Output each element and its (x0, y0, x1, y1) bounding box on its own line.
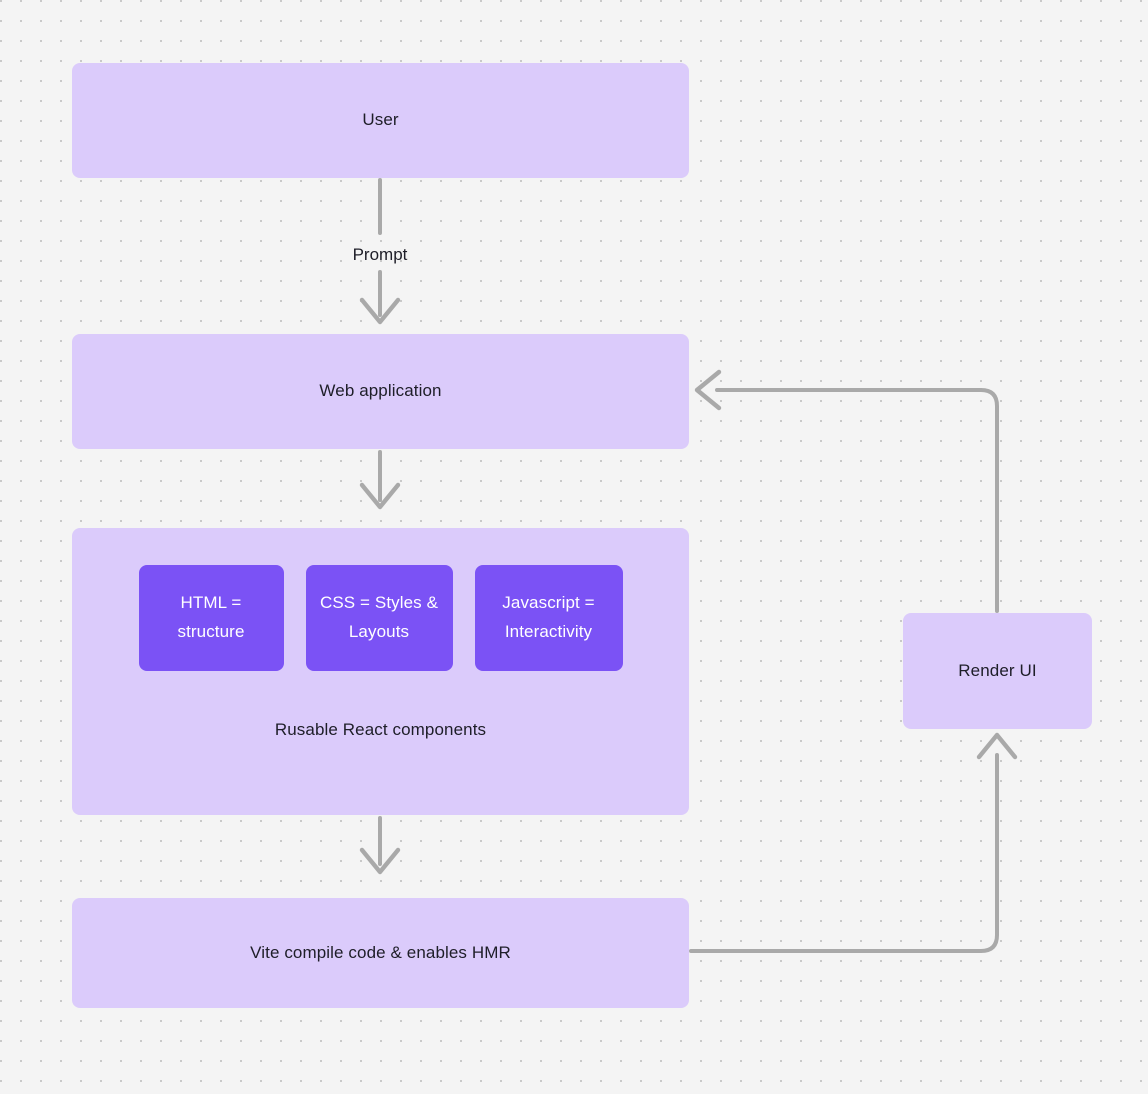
component-chip-row: HTML = structure CSS = Styles & Layouts … (138, 565, 623, 671)
edge-prompt-to-web-application (359, 270, 401, 325)
edge-vite-to-render-ui (689, 732, 1018, 953)
chip-css[interactable]: CSS = Styles & Layouts (305, 565, 453, 671)
node-components-group[interactable]: HTML = structure CSS = Styles & Layouts … (72, 528, 689, 815)
node-user[interactable]: User (72, 63, 689, 178)
edge-label-prompt: Prompt (352, 245, 408, 264)
node-render-ui[interactable]: Render UI (903, 613, 1092, 729)
components-group-caption: Rusable React components (274, 720, 487, 739)
edge-render-ui-to-web-application (694, 369, 999, 613)
edge-web-application-to-components (359, 450, 401, 510)
edge-components-to-vite (359, 816, 401, 875)
node-web-application-label: Web application (319, 381, 442, 401)
chip-html[interactable]: HTML = structure (138, 565, 284, 671)
chip-css-label: CSS = Styles & Layouts (319, 593, 439, 641)
node-render-ui-label: Render UI (958, 660, 1037, 680)
chip-html-label: HTML = structure (177, 593, 245, 641)
node-web-application[interactable]: Web application (72, 334, 689, 449)
node-vite-label: Vite compile code & enables HMR (250, 942, 511, 962)
node-vite[interactable]: Vite compile code & enables HMR (72, 898, 689, 1008)
components-group-inner: HTML = structure CSS = Styles & Layouts … (72, 528, 689, 815)
chip-javascript-label: Javascript = Interactivity (502, 593, 595, 641)
node-user-label: User (362, 110, 399, 130)
chip-javascript[interactable]: Javascript = Interactivity (474, 565, 623, 671)
